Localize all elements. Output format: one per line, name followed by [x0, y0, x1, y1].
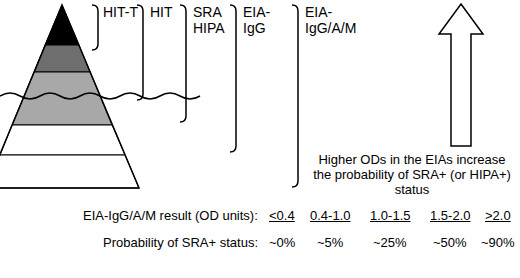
water-line — [0, 93, 200, 99]
probability-value: ~5% — [317, 236, 343, 251]
bracket-label: EIA- IgG/A/M — [305, 4, 359, 36]
probability-value: ~0% — [269, 236, 295, 251]
bracket — [92, 5, 98, 50]
bracket-label: HIT — [150, 4, 173, 20]
od-range: 1.5-2.0 — [430, 209, 470, 224]
bracket-label: HIT-T — [103, 4, 138, 20]
band-dark — [34, 45, 90, 72]
probability-value: ~50% — [433, 236, 467, 251]
od-range: >2.0 — [485, 209, 511, 224]
bracket-label: EIA- IgG — [243, 4, 273, 36]
band-black — [45, 5, 79, 45]
band-white-base — [0, 155, 139, 188]
bracket — [292, 5, 298, 187]
od-range: <0.4 — [269, 209, 295, 224]
arrow-note: Higher ODs in the EIAs increase the prob… — [312, 153, 512, 198]
probability-value: ~90% — [481, 236, 515, 251]
row-label: EIA-IgG/A/M result (OD units): — [83, 209, 258, 224]
row-label: Probability of SRA+ status: — [103, 236, 258, 251]
od-range: 0.4-1.0 — [310, 209, 350, 224]
bracket-label: SRA HIPA — [193, 4, 227, 36]
band-white — [0, 125, 125, 155]
probability-value: ~25% — [373, 236, 407, 251]
bracket — [180, 5, 186, 122]
od-range: 1.0-1.5 — [370, 209, 410, 224]
up-arrow — [439, 4, 483, 146]
bracket — [230, 5, 236, 152]
